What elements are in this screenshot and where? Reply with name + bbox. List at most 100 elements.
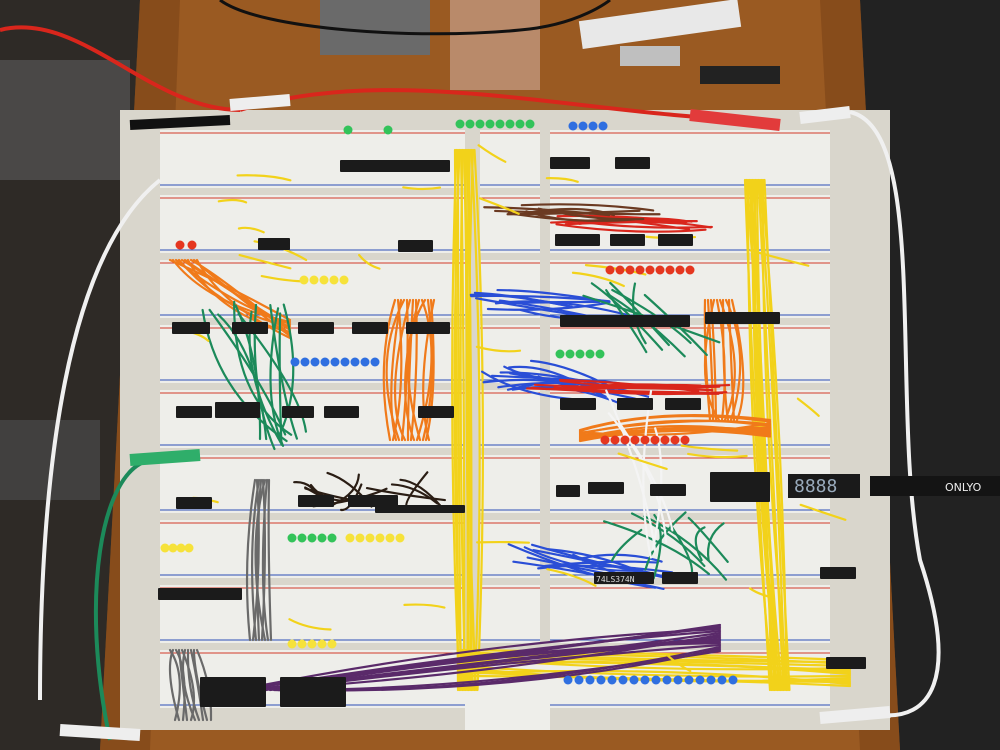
led xyxy=(330,357,340,367)
jumper-wire xyxy=(617,452,668,470)
led xyxy=(605,265,615,275)
ic-chip xyxy=(215,402,260,418)
jumper-wire xyxy=(706,522,725,562)
jumper-wire xyxy=(477,144,507,163)
led xyxy=(680,435,690,445)
jumper-wire xyxy=(799,503,847,521)
ic-chip xyxy=(172,322,210,334)
jumper-wire xyxy=(631,282,647,345)
led xyxy=(706,675,716,685)
jumper-wire xyxy=(547,548,651,577)
led xyxy=(660,435,670,445)
red-alligator-clip xyxy=(689,109,781,131)
led xyxy=(300,357,310,367)
led xyxy=(287,533,297,543)
component-bag xyxy=(450,0,540,90)
ic-chip xyxy=(555,234,600,246)
jumper-wire xyxy=(753,178,782,692)
led xyxy=(607,675,617,685)
white-lead-right xyxy=(849,110,941,718)
jumper-wire xyxy=(529,359,615,390)
led xyxy=(635,265,645,275)
led xyxy=(175,240,185,250)
led xyxy=(615,265,625,275)
jumper-wire xyxy=(694,526,706,562)
jumper-wire xyxy=(607,412,668,544)
jumper-wire xyxy=(555,223,707,233)
white-lead-left xyxy=(38,178,162,701)
jumper-wire xyxy=(256,478,263,642)
ic-chip xyxy=(617,398,653,410)
jumper-wire xyxy=(507,543,657,589)
ic-chip xyxy=(298,495,334,507)
led xyxy=(665,265,675,275)
red-power-lead xyxy=(0,25,241,112)
ic-chip xyxy=(588,482,624,494)
led xyxy=(310,357,320,367)
led xyxy=(485,119,495,129)
breadboard-strip xyxy=(480,585,540,643)
led xyxy=(327,533,337,543)
breadboard-strip xyxy=(550,520,830,578)
led xyxy=(395,533,405,543)
led xyxy=(595,349,605,359)
white-clip-bottom-right xyxy=(819,706,891,724)
ic-chip xyxy=(820,567,856,579)
led xyxy=(574,675,584,685)
led xyxy=(345,533,355,543)
ic-chip xyxy=(650,484,686,496)
led xyxy=(629,675,639,685)
led xyxy=(290,357,300,367)
jumper-wire xyxy=(476,540,530,544)
led xyxy=(651,675,661,685)
jumper-wire xyxy=(260,274,304,283)
jumper-wire xyxy=(580,553,663,563)
led xyxy=(625,265,635,275)
jumper-wire xyxy=(751,178,779,692)
led xyxy=(655,265,665,275)
led xyxy=(307,533,317,543)
dc-jack xyxy=(700,66,780,84)
jumper-wire xyxy=(545,177,579,183)
led xyxy=(160,543,170,553)
jumper-wire xyxy=(261,478,270,642)
jumper-wire xyxy=(453,148,460,692)
ic-chips xyxy=(158,157,866,707)
led xyxy=(588,121,598,131)
jumper-wire xyxy=(603,520,710,575)
jumper-wire xyxy=(467,148,473,692)
black-cable xyxy=(219,0,611,36)
jumper-wire xyxy=(236,174,292,182)
jumper-wire xyxy=(755,178,784,692)
jumper-wire xyxy=(260,478,267,642)
led xyxy=(598,121,608,131)
led xyxy=(309,275,319,285)
black-alligator-clip xyxy=(129,115,231,130)
led xyxy=(596,675,606,685)
leds xyxy=(160,119,738,685)
green-alligator-clip xyxy=(129,449,201,466)
ic-chip xyxy=(658,234,693,246)
ic-chip xyxy=(418,406,454,418)
jumper-wire xyxy=(269,304,299,440)
ic-chip xyxy=(615,157,650,169)
led xyxy=(370,357,380,367)
jumper-wire xyxy=(390,298,403,442)
ic-chip xyxy=(560,315,690,327)
ic-tube-2 xyxy=(620,46,680,66)
ic-chip xyxy=(550,157,590,169)
jumper-wire xyxy=(332,473,360,506)
ic-chip xyxy=(232,322,268,334)
led xyxy=(565,349,575,359)
led xyxy=(375,533,385,543)
jumper-wire xyxy=(424,298,435,442)
jumper-wire xyxy=(475,345,522,353)
ic-chip xyxy=(348,495,398,507)
ic-chip xyxy=(282,406,314,418)
led xyxy=(585,675,595,685)
ic-chip xyxy=(280,677,346,707)
jumper-wire xyxy=(470,148,481,692)
ic-chip xyxy=(610,234,645,246)
